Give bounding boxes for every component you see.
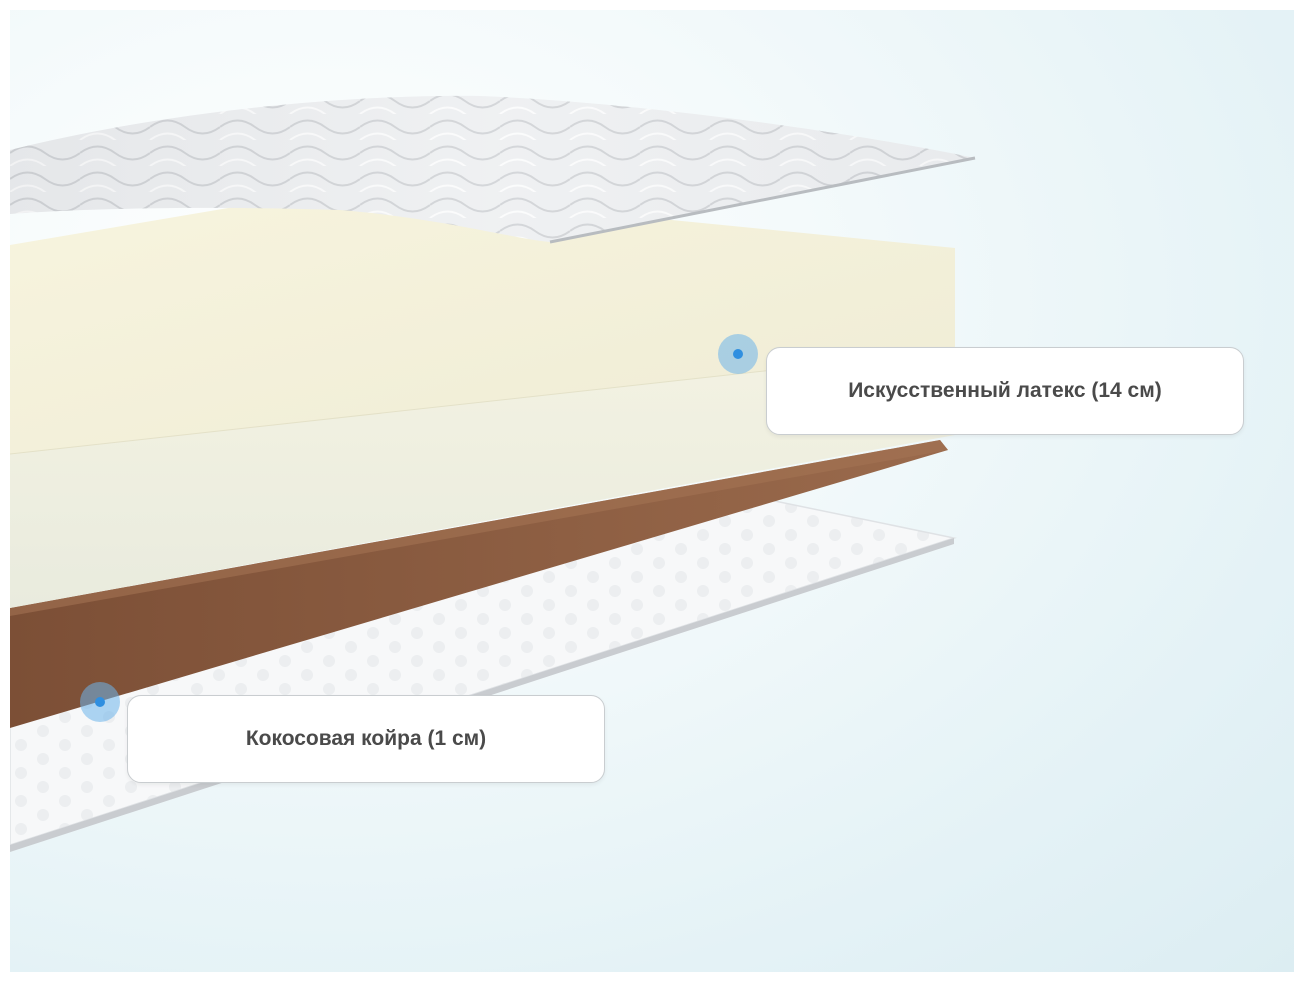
latex-layer-marker-icon[interactable] [718, 334, 758, 374]
mattress-layers-illustration [10, 95, 976, 852]
coconut-coir-layer [10, 440, 948, 728]
quilted-top-cover [10, 95, 976, 244]
coir-layer-label: Кокосовая койра (1 см) [127, 695, 605, 783]
product-illustration: Искусственный латекс (14 см) Кокосовая к… [10, 10, 1294, 972]
latex-layer-label: Искусственный латекс (14 см) [766, 347, 1244, 435]
coir-layer-marker-icon[interactable] [80, 682, 120, 722]
